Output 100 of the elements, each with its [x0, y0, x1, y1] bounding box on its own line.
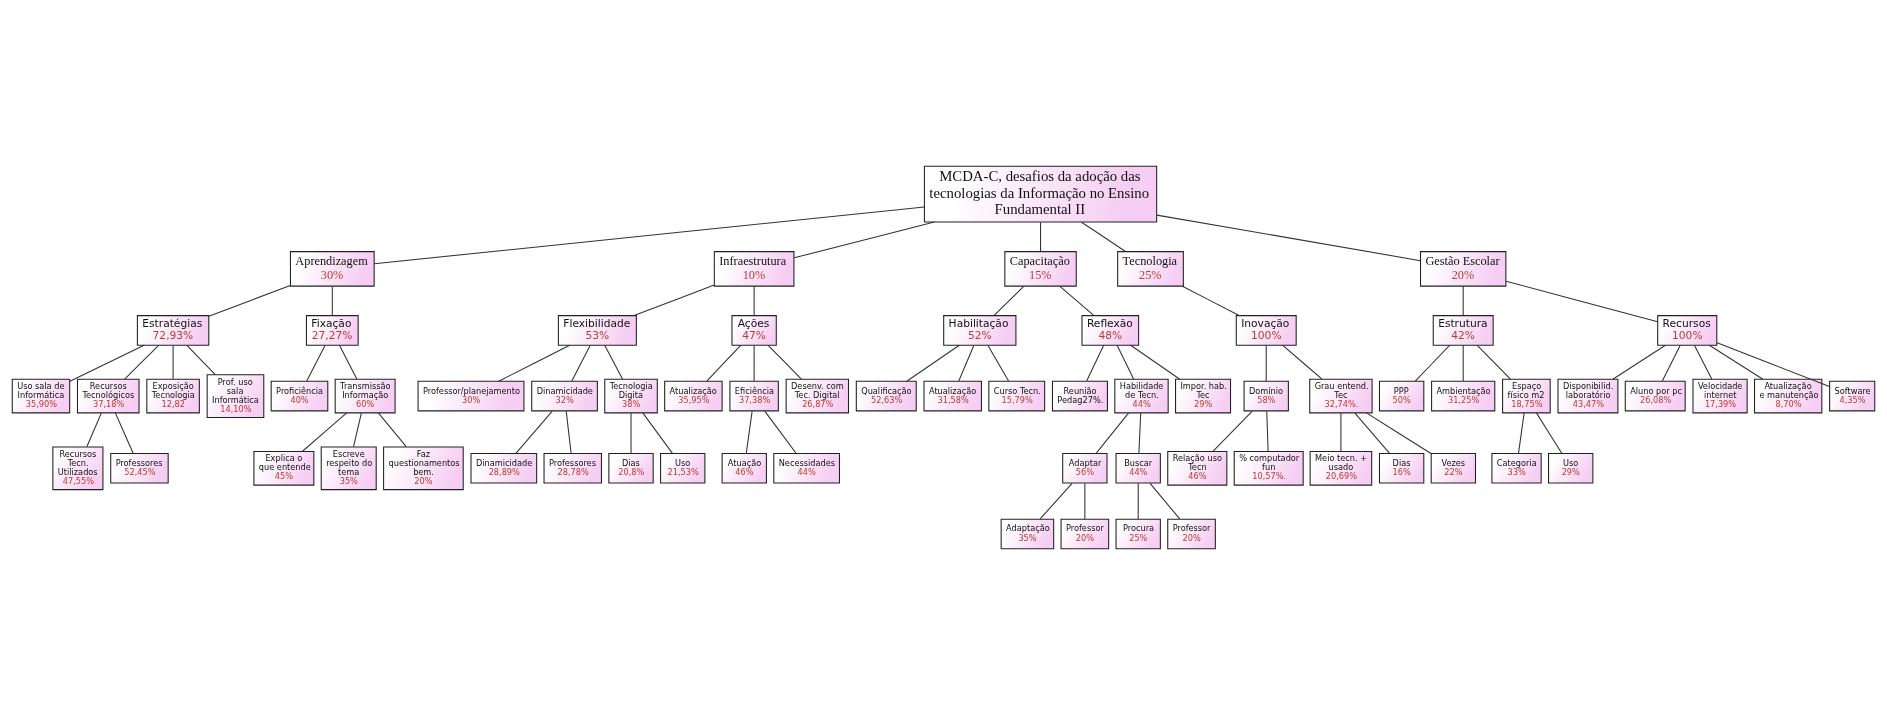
node-box: Reflexão 48%: [1081, 315, 1140, 346]
node-box: Software 4,35%: [1829, 380, 1876, 412]
node-box: Professor 20%: [1060, 518, 1110, 550]
connector: [1156, 214, 1421, 262]
connector: [1462, 285, 1464, 316]
connector: [306, 344, 326, 382]
node-box: Impor. hab. Tec 29%: [1175, 378, 1232, 414]
connector: [1462, 344, 1464, 382]
node-box: Relação uso Tecn 46%: [1167, 450, 1228, 486]
node-box: Recursos Tecnológicos 37,18%: [76, 378, 140, 414]
connector: [906, 344, 960, 382]
connector: [69, 344, 145, 382]
node-box: Velocidade internet 17,39%: [1692, 378, 1748, 414]
node-box: Escreve respeito do tema 35%: [320, 446, 377, 491]
node-box: Recursos 100%: [1657, 315, 1718, 346]
connector: [302, 412, 348, 452]
node-box: Atualização 35,95%: [664, 380, 723, 412]
node-box: Aprendizagem 30%: [289, 251, 375, 287]
node-box: Adaptar 56%: [1062, 453, 1108, 484]
connector: [1084, 482, 1086, 520]
node-box: Procura 25%: [1115, 518, 1161, 550]
node-box: Estrutura 42%: [1432, 315, 1494, 346]
connector: [604, 344, 624, 380]
connector: [1181, 285, 1240, 317]
connector: [1040, 221, 1042, 252]
node-box: Tecnologia Digita 38%: [604, 378, 658, 414]
node-box: Professores 28,78%: [543, 453, 602, 484]
node-box: Desenv. com Tec. Digital 26,87%: [785, 378, 850, 414]
node-box: Qualificação 52,63%: [855, 380, 917, 412]
connector: [114, 412, 134, 454]
connector: [1340, 412, 1342, 452]
node-box: Categoria 33%: [1491, 453, 1542, 484]
connector: [1265, 344, 1267, 382]
connector: [753, 285, 755, 316]
connector: [1708, 344, 1764, 380]
connector: [515, 410, 553, 454]
connector: [1080, 221, 1127, 252]
connector: [630, 412, 632, 454]
node-box: Ações 47%: [731, 315, 777, 346]
connector: [1149, 482, 1181, 520]
connector: [993, 285, 1025, 316]
node-box: Prof. uso sala Informática 14,10%: [206, 374, 265, 418]
node-box: Explica o que entende 45%: [253, 450, 315, 486]
connector: [753, 344, 755, 382]
connector: [1612, 344, 1666, 380]
connector: [353, 412, 362, 448]
connector: [1661, 344, 1681, 382]
connector: [1354, 412, 1391, 454]
connector: [642, 412, 673, 454]
node-box: Proficiência 40%: [270, 380, 329, 412]
connector: [186, 344, 216, 376]
connector: [1476, 344, 1511, 380]
node-box: Transmissão Informação 60%: [334, 378, 396, 414]
node-box: Fixação 27,27%: [305, 315, 359, 346]
connector: [1535, 412, 1563, 454]
connector: [1517, 412, 1525, 454]
connector: [571, 344, 591, 382]
connector: [498, 344, 571, 382]
connector: [764, 410, 797, 454]
connector: [86, 412, 102, 448]
connector: [172, 344, 174, 380]
node-box: Professores 52,45%: [110, 453, 169, 484]
node-box: Uso sala de Informática 35,90%: [11, 378, 71, 414]
node-box: Gestão Escolar 20%: [1420, 251, 1507, 287]
node-box: Dinamicidade 28,89%: [470, 453, 538, 484]
node-box: Dias 20,8%: [608, 453, 654, 484]
connector: [1130, 344, 1181, 380]
connector: [1095, 412, 1130, 454]
node-box: Dias 16%: [1378, 453, 1425, 484]
connector: [1059, 285, 1095, 317]
node-box: Adaptação 35%: [1000, 518, 1055, 550]
node-box: Atualização 31,58%: [923, 380, 982, 412]
connector: [1086, 344, 1105, 382]
node-box: Aluno por pc 26,08%: [1624, 380, 1686, 412]
connector: [1716, 342, 1830, 387]
connector: [793, 221, 935, 259]
node-box: Eficiência 37,38%: [729, 380, 779, 412]
node-box: Domínio 58%: [1243, 380, 1289, 412]
node-box: Inovação 100%: [1235, 315, 1297, 346]
node-box: Disponibilid. laboratório 43,47%: [1557, 378, 1619, 414]
connector: [1137, 482, 1139, 520]
connector: [124, 344, 160, 380]
node-box: Reunião Pedag27%.: [1051, 380, 1108, 412]
connector: [958, 344, 975, 382]
connector: [987, 344, 1010, 382]
connector: [565, 410, 572, 454]
connector: [1039, 482, 1073, 520]
node-box: Necessidades 44%: [773, 453, 840, 484]
node-box: Atuação 46%: [721, 453, 767, 484]
connector: [377, 412, 407, 448]
node-box: Flexibilidade 53%: [557, 315, 637, 346]
connector: [1212, 410, 1253, 452]
connector: [208, 284, 291, 317]
connector: [1365, 412, 1432, 454]
node-box: Ambientação 31,25%: [1431, 380, 1496, 412]
node-box: Tecnologia 25%: [1117, 251, 1184, 287]
node-box: Grau entend. Tec 32,74%.: [1309, 378, 1373, 414]
connector: [339, 344, 358, 380]
node-box: Vezes 22%: [1430, 453, 1477, 484]
node-box: Exposição Tecnologia 12,82: [146, 378, 200, 414]
